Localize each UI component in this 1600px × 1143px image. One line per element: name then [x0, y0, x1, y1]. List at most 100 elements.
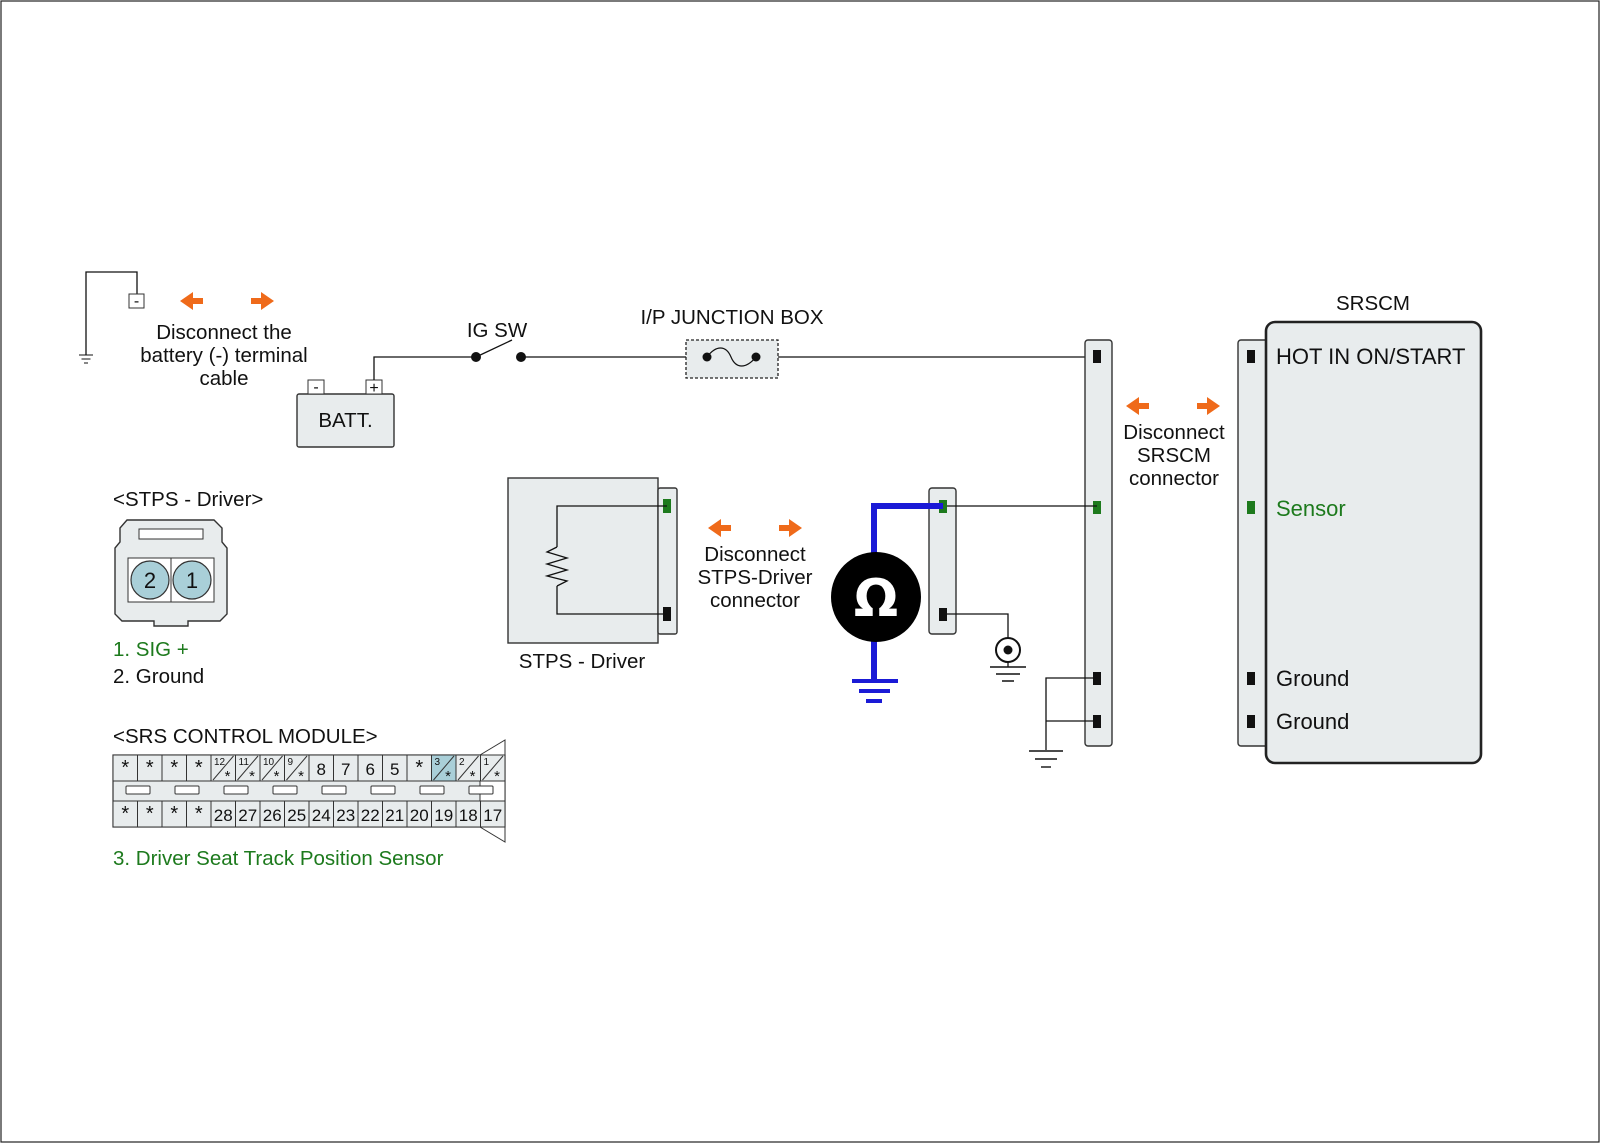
srs-top-pin: *	[406, 754, 432, 782]
battery-feed-wire	[373, 356, 476, 380]
srs-top-pin: 5	[382, 754, 408, 782]
srscm-terminal-sensor: Sensor	[1276, 496, 1346, 521]
srs-bottom-pin: *	[137, 800, 163, 828]
srs-bottom-pin: 18	[455, 800, 481, 828]
srscm-disconnect-note-line1: Disconnect	[1123, 421, 1225, 444]
svg-text:*: *	[195, 803, 203, 825]
svg-text:*: *	[470, 768, 476, 785]
svg-text:*: *	[249, 768, 255, 785]
svg-text:26: 26	[263, 806, 282, 825]
svg-text:28: 28	[214, 806, 233, 825]
meter-positive-lead	[871, 503, 943, 556]
svg-text:*: *	[146, 757, 154, 779]
srscm-pin-sensor	[1247, 501, 1255, 514]
ignition-switch: IG SW	[467, 319, 528, 362]
srs-top-pin: *	[161, 754, 187, 782]
battery-disconnect-note-line2: battery (-) terminal	[140, 344, 307, 367]
ohm-symbol: Ω	[854, 569, 898, 629]
srs-bottom-pin: 23	[333, 800, 359, 828]
srs-top-pin: 10*	[259, 754, 285, 785]
srs-bottom-pin: 21	[382, 800, 408, 828]
svg-text:20: 20	[410, 806, 429, 825]
svg-text:19: 19	[434, 806, 453, 825]
svg-text:23: 23	[336, 806, 355, 825]
svg-text:*: *	[121, 757, 129, 779]
srs-bottom-pin: *	[161, 800, 187, 828]
srscm-pin-ground-1	[1247, 672, 1255, 685]
stps-disconnect-note-line2: STPS-Driver	[697, 566, 812, 589]
battery-ground-terminal: -	[79, 271, 145, 364]
srs-bottom-pin: 27	[235, 800, 261, 828]
srscm-terminal-ground-2: Ground	[1276, 709, 1349, 734]
srs-module-caption: 3. Driver Seat Track Position Sensor	[113, 847, 444, 870]
srs-top-pin: 3*	[431, 754, 457, 785]
svg-text:18: 18	[459, 806, 478, 825]
srs-top-pin: 9*	[284, 754, 310, 785]
svg-text:24: 24	[312, 806, 331, 825]
svg-text:22: 22	[361, 806, 380, 825]
srs-top-pin: 8	[308, 754, 334, 782]
svg-text:12: 12	[214, 757, 226, 768]
meter-side-pin-ground	[939, 608, 947, 621]
harness-connector	[1084, 339, 1113, 747]
srs-key-slot	[223, 785, 249, 795]
srscm-pin-hot	[1247, 350, 1255, 363]
srs-key-slot	[468, 785, 494, 795]
svg-text:*: *	[494, 768, 500, 785]
srs-bottom-pin: *	[112, 800, 138, 828]
svg-text:2: 2	[459, 757, 465, 768]
svg-text:3: 3	[435, 757, 441, 768]
srscm-terminal-hot: HOT IN ON/START	[1276, 344, 1465, 369]
srs-key-slot	[125, 785, 151, 795]
srs-bottom-pin: 26	[259, 800, 285, 828]
srs-key-slot	[370, 785, 396, 795]
svg-text:*: *	[274, 768, 280, 785]
srs-top-pin: *	[112, 754, 138, 782]
srs-bottom-pin: *	[186, 800, 212, 828]
srs-key-slot	[174, 785, 200, 795]
junction-box-fuse: I/P JUNCTION BOX	[640, 306, 824, 379]
svg-text:*: *	[445, 768, 451, 785]
svg-text:8: 8	[317, 760, 326, 779]
srs-module-title: <SRS CONTROL MODULE>	[113, 725, 378, 748]
srs-top-pin: 2*	[455, 754, 481, 785]
ohmmeter-icon: Ω	[831, 552, 921, 642]
stps-component-label: STPS - Driver	[519, 650, 646, 673]
srscm-disconnect-arrows-icon	[1126, 397, 1220, 415]
battery-disconnect-note-line1: Disconnect the	[156, 321, 292, 344]
battery-pos-symbol: +	[369, 380, 378, 397]
harness-pin-hot	[1093, 350, 1101, 363]
battery-disconnect-arrows-icon	[180, 292, 274, 310]
srs-key-slot	[272, 785, 298, 795]
svg-text:*: *	[225, 768, 231, 785]
svg-text:*: *	[121, 803, 129, 825]
connector-ground-wire	[947, 613, 1009, 638]
svg-text:*: *	[146, 803, 154, 825]
srs-bottom-pin: 24	[308, 800, 334, 828]
srs-key-slot	[321, 785, 347, 795]
ground-wire-1	[1045, 677, 1097, 750]
stps-disconnect-arrows-icon	[708, 519, 802, 537]
srs-bottom-pin: 25	[284, 800, 310, 828]
stps-connector-face: 2 1	[114, 519, 228, 627]
svg-text:9: 9	[288, 757, 294, 768]
srscm-terminal-ground-1: Ground	[1276, 666, 1349, 691]
battery-neg-symbol: -	[313, 379, 318, 396]
srscm-module	[1264, 320, 1483, 765]
srscm-disconnect-note-line3: connector	[1129, 467, 1219, 490]
srs-top-pin: 6	[357, 754, 383, 782]
stps-pin-2: 2	[144, 568, 156, 593]
svg-text:10: 10	[263, 757, 275, 768]
meter-side-connector	[928, 487, 957, 635]
svg-text:*: *	[298, 768, 304, 785]
srs-top-pin: *	[186, 754, 212, 782]
junction-box-label: I/P JUNCTION BOX	[640, 306, 823, 329]
stps-disconnect-note-line3: connector	[710, 589, 800, 612]
svg-text:11: 11	[239, 757, 250, 768]
srs-bottom-pin: 20	[406, 800, 432, 828]
srscm-disconnect-note-line2: SRSCM	[1137, 444, 1211, 467]
srs-top-pin: 12*	[210, 754, 236, 785]
